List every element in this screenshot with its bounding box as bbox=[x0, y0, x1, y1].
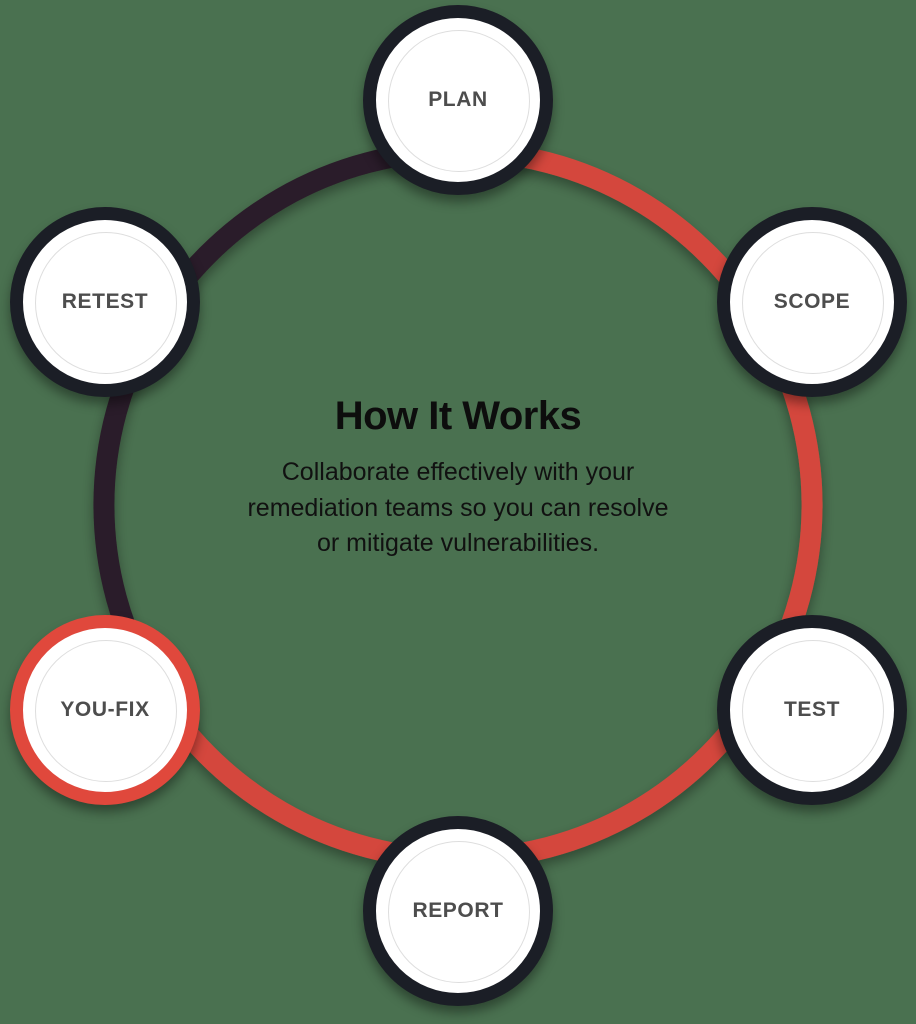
cycle-node-you-fix[interactable]: YOU-FIX bbox=[10, 615, 200, 805]
cycle-node-retest[interactable]: RETEST bbox=[10, 207, 200, 397]
cycle-node-label: YOU-FIX bbox=[60, 698, 150, 721]
cycle-node-label: PLAN bbox=[428, 88, 488, 111]
cycle-node-label: SCOPE bbox=[773, 290, 851, 313]
cycle-node-scope[interactable]: SCOPE bbox=[717, 207, 907, 397]
cycle-node-label: TEST bbox=[783, 698, 841, 721]
cycle-node-report[interactable]: REPORT bbox=[363, 816, 553, 1006]
cycle-node-plan[interactable]: PLAN bbox=[363, 5, 553, 195]
cycle-node-test[interactable]: TEST bbox=[717, 615, 907, 805]
cycle-node-label: RETEST bbox=[61, 290, 149, 313]
cycle-node-label: REPORT bbox=[412, 899, 504, 922]
